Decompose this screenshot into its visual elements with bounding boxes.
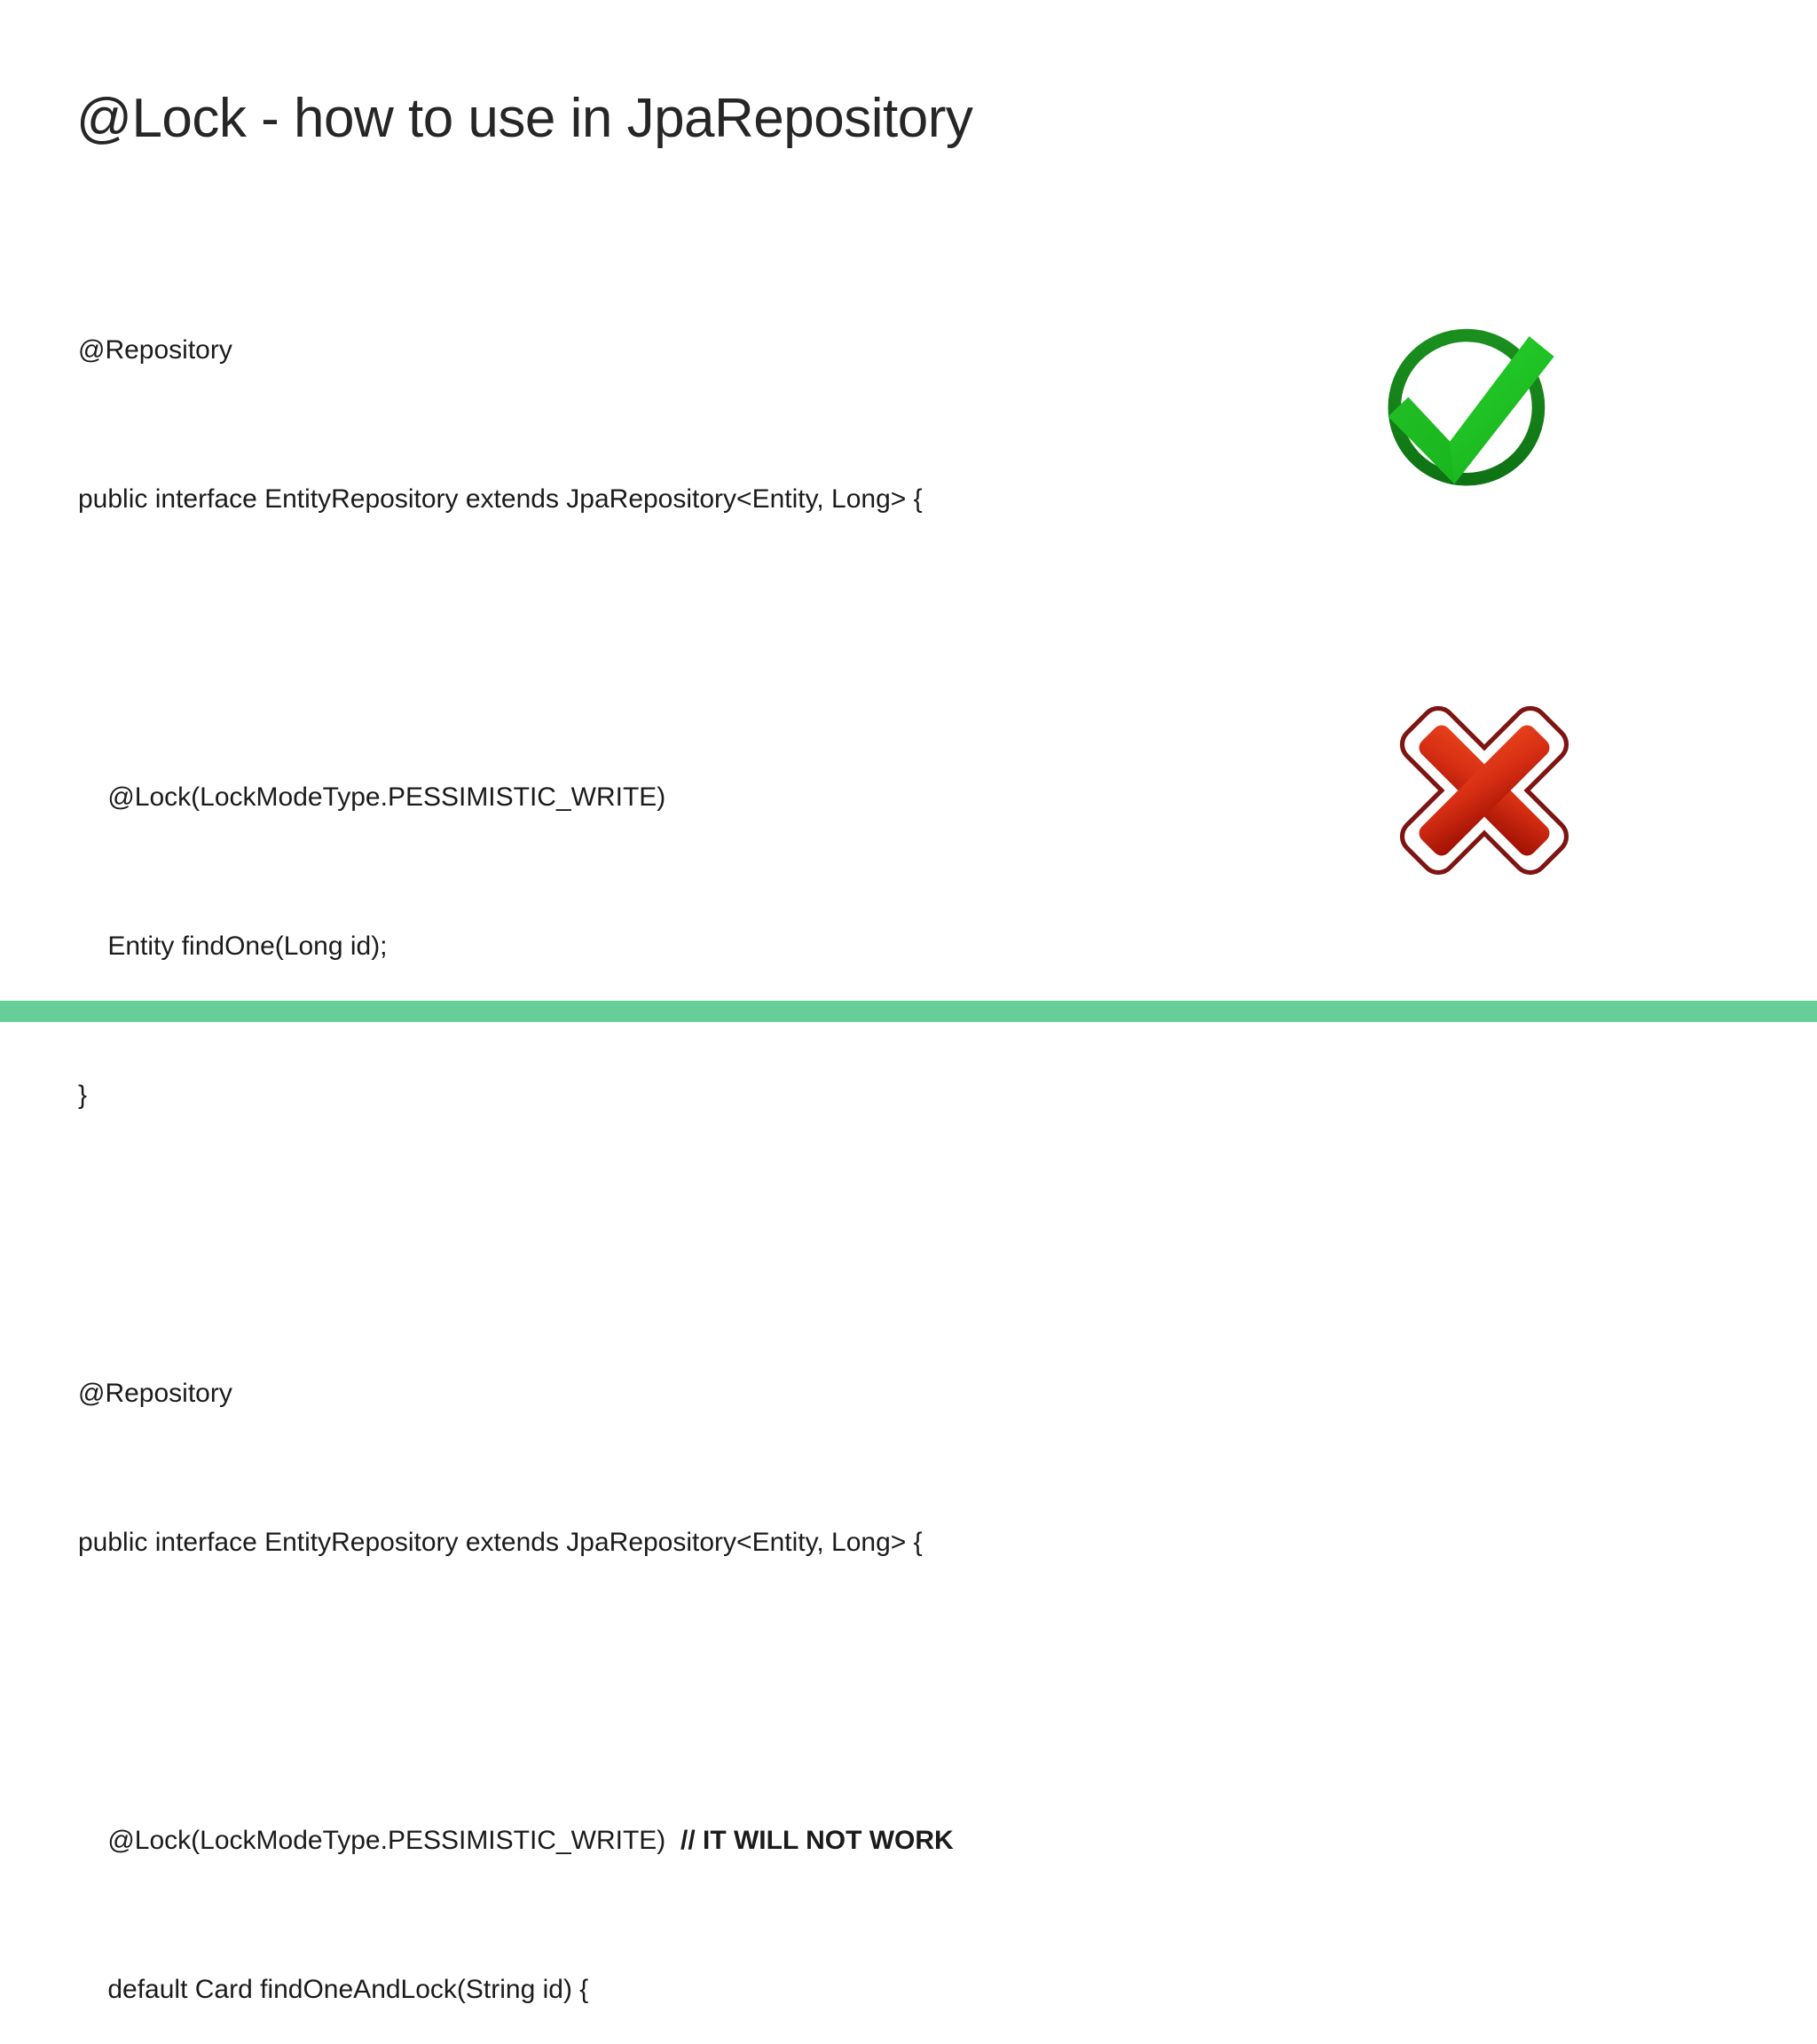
green-check-mark-icon	[1377, 312, 1561, 497]
code-line: public interface EntityRepository extend…	[78, 1528, 923, 1557]
bottom-accent-band	[0, 1001, 1817, 1022]
red-cross-mark-icon	[1368, 667, 1601, 914]
code-line-with-comment: @Lock(LockModeType.PESSIMISTIC_WRITE) //…	[78, 1816, 1302, 1866]
code-line: public interface EntityRepository extend…	[78, 484, 923, 514]
code-line-blank	[78, 624, 1302, 673]
page-title: @Lock - how to use in JpaRepository	[76, 88, 973, 149]
code-line: default Card findOneAndLock(String id) {	[78, 1975, 589, 2004]
code-area: @Repository public interface EntityRepos…	[78, 226, 1302, 2044]
code-block-bad: @Repository public interface EntityRepos…	[78, 1270, 1302, 2044]
code-line-text: @Lock(LockModeType.PESSIMISTIC_WRITE)	[78, 1826, 680, 1855]
code-block-good: @Repository public interface EntityRepos…	[78, 226, 1302, 1220]
slide-canvas: @Lock - how to use in JpaRepository @Rep…	[0, 88, 1817, 2004]
code-line: Entity findOne(Long id);	[78, 932, 388, 961]
code-line: @Lock(LockModeType.PESSIMISTIC_WRITE)	[78, 782, 666, 812]
code-line-blank	[78, 1667, 1302, 1717]
code-line: }	[78, 1081, 88, 1110]
inline-comment: // IT WILL NOT WORK	[680, 1826, 954, 1855]
code-block-separator	[78, 1220, 1302, 1270]
code-line: @Repository	[78, 335, 232, 365]
code-line: @Repository	[78, 1379, 232, 1408]
